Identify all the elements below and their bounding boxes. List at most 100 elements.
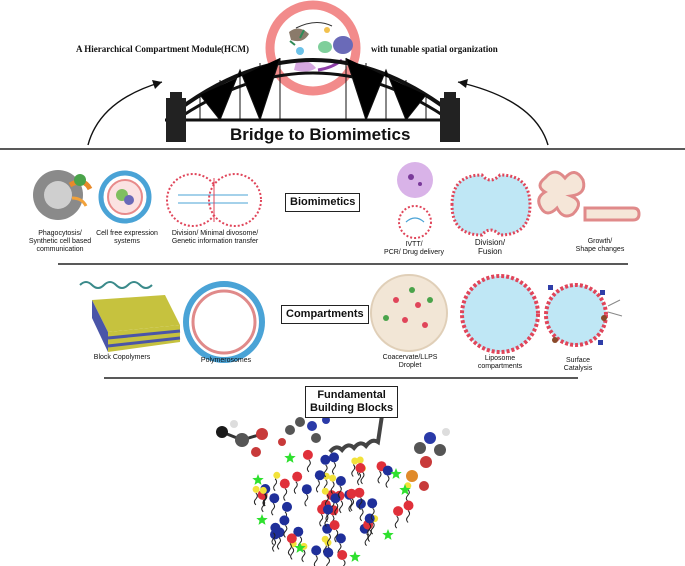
curved-arrow-right [457,79,549,146]
lipid-tail [313,555,318,566]
lipid-head [322,523,333,534]
division-fusion-icon [450,173,532,237]
label-division-minimal: Division/ Minimal divosome/ Genetic info… [171,230,259,245]
star-molecule [294,542,306,553]
hcm-module-icon [265,0,361,96]
label-growth: Growth/ Shape changes [575,238,625,253]
lipid-head [329,474,337,482]
lipid-tail [271,532,276,546]
label-coacervate: Coacervate/LLPS Droplet [382,354,438,369]
lipid-head [330,493,341,504]
label-surface-catalysis: Surface Catalysis [563,357,593,372]
lipid-tail [331,462,336,475]
lipid-head [314,470,325,481]
star-molecule [399,484,411,495]
lipid-tail [283,488,288,501]
lipid-tail [326,557,331,566]
lipid-tail [339,500,344,514]
growth-shape-icon [537,170,641,222]
lipid-tail [283,525,288,538]
liposome-icon [460,274,540,354]
label-cell-free: Cell free expression systems [96,230,158,245]
lipid-tail [324,514,329,527]
label-division-fusion: Division/ Fusion [474,238,506,256]
nucleotide-molecule-left [278,416,330,446]
hcm-caption: A Hierarchical Compartment Module(HCM) [76,44,250,54]
lipid-head [321,487,329,495]
lipid-head [329,520,340,531]
phagocytosis-icon [33,170,93,220]
lipid-head [403,500,414,511]
division-minimal-icon [166,173,262,227]
label-block-copolymers: Block Copolymers [93,354,151,361]
star-molecule [252,474,264,485]
section-label-building-blocks: Fundamental Building Blocks [305,386,399,418]
lipid-tail [326,533,331,547]
lipid-tail [406,510,411,523]
lipid-tail [370,507,375,521]
lipid-tail [367,529,372,542]
lipid-head [320,454,331,465]
surface-catalysis-icon [544,283,623,347]
amino-acid-molecule [216,420,268,457]
lipid-tail [293,481,298,494]
lipid-head [324,539,332,547]
label-polymerosomes: Polymerosomes [200,357,252,364]
star-molecule [349,551,361,562]
lipid-tail [357,472,362,486]
lipid-tail [348,499,353,513]
lipid-tail [301,549,306,563]
lipid-head [293,526,304,537]
atp-molecule [406,428,450,491]
lipid-tail [342,559,346,566]
lipid-tail [330,481,335,494]
lipid-tail [315,479,320,493]
lipid-tail [394,515,399,529]
building-blocks-cloud [252,449,414,566]
lipid-tail [263,493,268,507]
lipid-tail [385,475,390,488]
lipid-tail [287,543,292,556]
lipid-head [346,488,357,499]
lipid-head [302,449,313,460]
lipid-head [356,456,364,464]
lipid-head [273,471,281,479]
lipid-head [323,547,334,558]
lipid-head [393,506,404,517]
lipid-tail [334,502,339,516]
lipid-head [335,476,346,486]
curved-arrow-left [87,80,163,146]
lipid-tail [364,533,369,547]
polymerosomes-icon [183,281,265,363]
lipid-tail [350,498,355,512]
lipid-head [355,463,366,473]
lipid-tail [358,497,363,511]
ivtt-icon [397,162,433,239]
lipid-tail [273,478,278,492]
lipid-tail [319,513,324,527]
lipid-tail [367,523,372,536]
section-label-compartments: Compartments [281,305,369,324]
lipid-head [279,515,290,526]
block-copolymers-icon [79,281,181,352]
coacervate-icon [370,274,448,352]
lipid-tail [272,539,277,552]
label-ivtt: IVTT/ PCR/ Drug delivery [384,241,444,256]
lipid-tail [262,493,267,507]
bridge-title: Bridge to Biomimetics [230,125,411,144]
lipid-tail [359,508,364,522]
lipid-tail [306,459,311,473]
lipid-tail [360,471,365,485]
label-liposome: Liposome compartments [477,355,523,370]
cell-free-icon [98,170,152,224]
lipid-tail [351,464,356,477]
star-molecule [382,529,394,540]
lipid-head [351,457,359,465]
lipid-head [279,478,290,489]
star-molecule [390,468,402,479]
lipid-tail [405,488,410,502]
lipid-head [292,471,303,482]
lipid-head [282,501,292,512]
